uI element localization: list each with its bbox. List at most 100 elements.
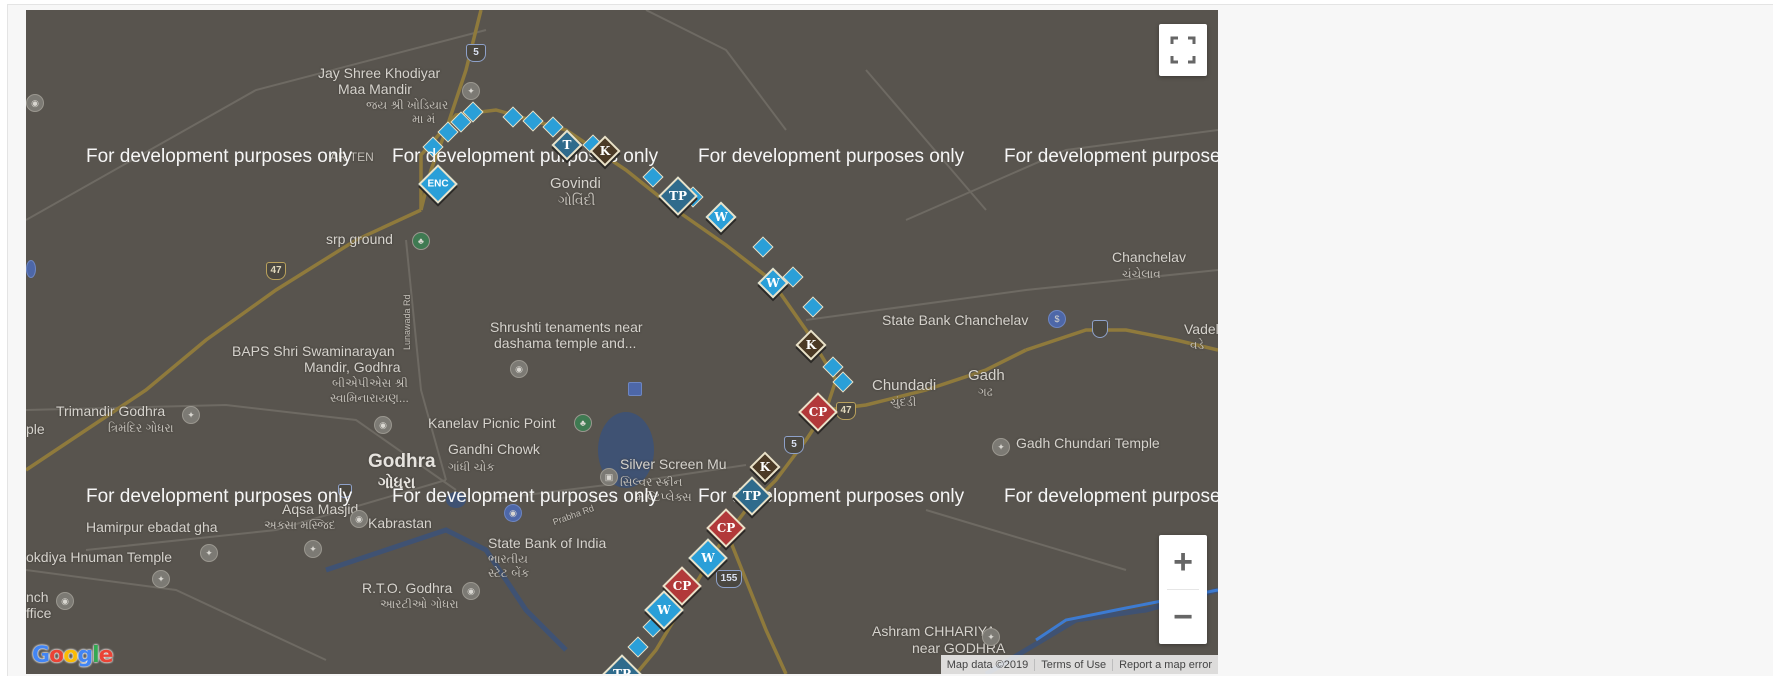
place-godhra-gu: ગોધરા [378,475,416,492]
place-vadela-gu: વડે [1190,338,1205,352]
marker-label: K [599,144,611,158]
place-govindi-gu: ગોવિંદી [558,192,596,208]
place-shrushti-2: dashama temple and... [494,335,637,351]
highway-47-west [26,208,422,472]
place-govindi: Govindi [550,175,601,192]
place-icon[interactable]: ◉ [504,504,522,522]
place-maa-mandir: Maa Mandir [338,81,412,97]
highway-155 [724,529,788,674]
place-trimandir: Trimandir Godhra [56,403,166,419]
place-rto-gu: આરટીઓ ગોધરા [380,597,459,611]
zoom-out-button[interactable]: − [1173,597,1193,636]
place-icon[interactable]: ◉ [462,582,480,600]
place-silver-screen: Silver Screen Mu [620,456,727,472]
place-chundadi-gu: ચુંદડી [890,395,917,409]
place-srp-ground: srp ground [326,231,393,247]
marker-label: W [766,276,780,290]
place-icon[interactable]: ◉ [56,592,74,610]
temple-icon[interactable]: ✦ [992,438,1010,456]
zoom-divider [1167,589,1199,590]
zoom-control: + − [1159,535,1207,644]
minor-road [865,69,987,211]
place-fice: ffice [26,605,52,621]
place-kabrastan: Kabrastan [368,515,432,531]
place-icon-edge [26,260,36,278]
marker-label: T [562,138,572,152]
place-baps-gu-1: બીએપીએસ શ્રી [332,376,408,390]
minor-road [805,269,1218,321]
marker-label: K [759,460,771,474]
minor-road [905,129,1218,221]
bus-stop-icon[interactable] [628,382,642,396]
park-icon[interactable]: ♣ [412,232,430,250]
place-nch: nch [26,589,49,605]
dev-watermark: For development purposes only [86,486,353,507]
place-kanelav: Kanelav Picnic Point [428,415,556,431]
road-shield-155: 155 [716,570,742,588]
road-shield-47: 47 [266,262,286,280]
place-silver-screen-gu-1: સિલ્વર સ્ક્રીન [620,475,683,489]
place-sbi-gu-2: સ્ટેટ બેંક [488,566,530,580]
place-vadela: Vadela [1184,321,1218,337]
zoom-in-button[interactable]: + [1173,542,1193,581]
road-shield [338,484,352,498]
temple-icon[interactable]: ✦ [182,406,200,424]
place-icon[interactable]: ◉ [374,416,392,434]
place-baps-gu-2: સ્વામિનારાયણ... [330,391,409,405]
map-data-label: Map data ©2019 [941,658,1036,671]
fullscreen-button[interactable] [1159,24,1207,76]
place-baps-1: BAPS Shri Swaminarayan [232,343,395,359]
marker-label: W [701,551,715,565]
marker-label: CP [716,521,736,535]
dev-watermark: For development purposes only [392,486,659,507]
bank-icon[interactable]: $ [1048,310,1066,328]
place-rto: R.T.O. Godhra [362,580,453,596]
place-ashram-1: Ashram CHHARIYA [872,623,996,639]
place-ar-ten: AR TEN [330,150,374,164]
report-error-link[interactable]: Report a map error [1119,658,1212,671]
place-maa-mandir-gu2: મા મં [412,112,436,126]
place-chundadi: Chundadi [872,377,937,394]
marker-label: TP [669,189,687,203]
place-aqsa: Aqsa Masjid [282,501,359,517]
dev-watermark: For development purposes only [1004,486,1218,507]
temple-icon[interactable]: ✦ [200,544,218,562]
marker-label: ENC [427,178,449,190]
minor-road [645,10,787,131]
temple-icon[interactable]: ✦ [462,82,480,100]
terms-link[interactable]: Terms of Use [1035,658,1114,671]
place-ashram-2: near GODHRA [912,640,1006,656]
minor-road [85,479,447,551]
marker-label: W [657,603,671,617]
temple-icon[interactable]: ✦ [152,570,170,588]
minor-road [405,239,447,481]
place-sbi-gu-1: ભારતીય [488,552,528,566]
river [325,527,568,652]
minor-road [26,403,457,491]
cinema-icon[interactable]: ▣ [600,468,618,486]
place-aqsa-gu: અક્સા મસ્જિદ [264,518,336,532]
road-shield-5: 5 [466,44,486,62]
place-silver-screen-gu-2: મલ્ટિપ્લેક્સ [636,490,692,504]
dev-watermark: For development purposes only [1004,146,1218,167]
place-trimandir-gu: ત્રિમંદિર ગોધરા [108,421,174,435]
marker-label: TP [743,489,761,503]
pond [446,492,466,508]
google-logo[interactable]: Google [32,643,114,668]
place-hamirpur: Hamirpur ebadat gha [86,519,218,535]
marker-label: TP [613,667,631,674]
place-maa-mandir-gu: જય શ્રી ખોડિયાર [366,98,449,112]
place-icon[interactable]: ◉ [510,360,528,378]
place-state-bank-chanchelav: State Bank Chanchelav [882,312,1029,328]
minor-road [925,509,1127,571]
place-icon[interactable]: ◉ [350,510,368,528]
place-gadh-chundari: Gadh Chundari Temple [1016,435,1160,451]
place-icon[interactable]: ◉ [26,94,44,112]
place-hanuman: okdiya Hnuman Temple [26,549,173,565]
park-icon[interactable]: ♣ [574,414,592,432]
temple-icon[interactable]: ✦ [982,628,1000,646]
map-canvas[interactable]: Jay Shree Khodiyar Maa Mandir જય શ્રી ખો… [26,10,1218,674]
road-lunawada: Lunawada Rd [402,294,412,350]
highway-east-ext [1025,328,1218,352]
temple-icon[interactable]: ✦ [304,540,322,558]
